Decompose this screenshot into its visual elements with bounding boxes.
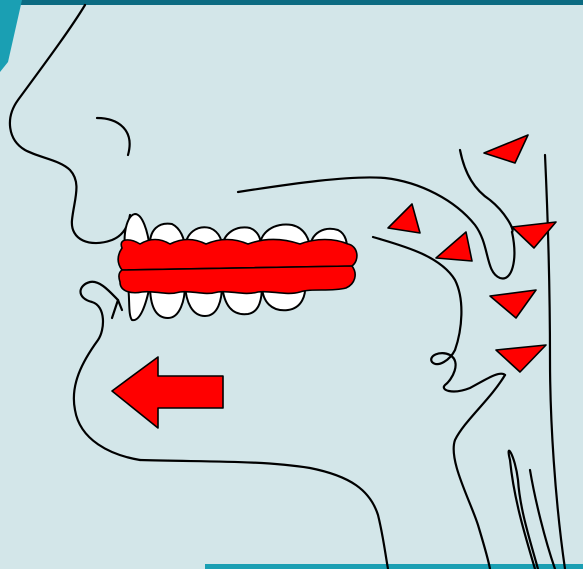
top-accent-bar <box>0 0 583 5</box>
trachea <box>509 451 538 569</box>
posterior-pharynx-wall <box>545 155 565 569</box>
airway-arrows <box>388 135 556 372</box>
airway-arrowhead <box>436 232 472 261</box>
tongue <box>373 237 505 391</box>
corner-accent <box>0 0 22 72</box>
pharynx-wall <box>454 375 505 569</box>
airway-arrowhead <box>490 290 536 318</box>
airway-arrowhead <box>496 345 546 372</box>
mouthguard-lower <box>119 266 355 293</box>
bottom-accent-bar <box>205 564 583 569</box>
lower-gum-tip <box>112 300 122 318</box>
jaw-neck-line <box>140 460 388 569</box>
airway-arrowhead <box>484 135 528 163</box>
soft-palate <box>460 150 513 232</box>
nostril <box>97 118 130 155</box>
face-profile <box>10 5 130 243</box>
mouthguard-upper <box>118 240 357 271</box>
mouthguard <box>118 240 357 294</box>
forward-arrow <box>112 357 223 428</box>
airway-arrowhead <box>388 204 420 233</box>
